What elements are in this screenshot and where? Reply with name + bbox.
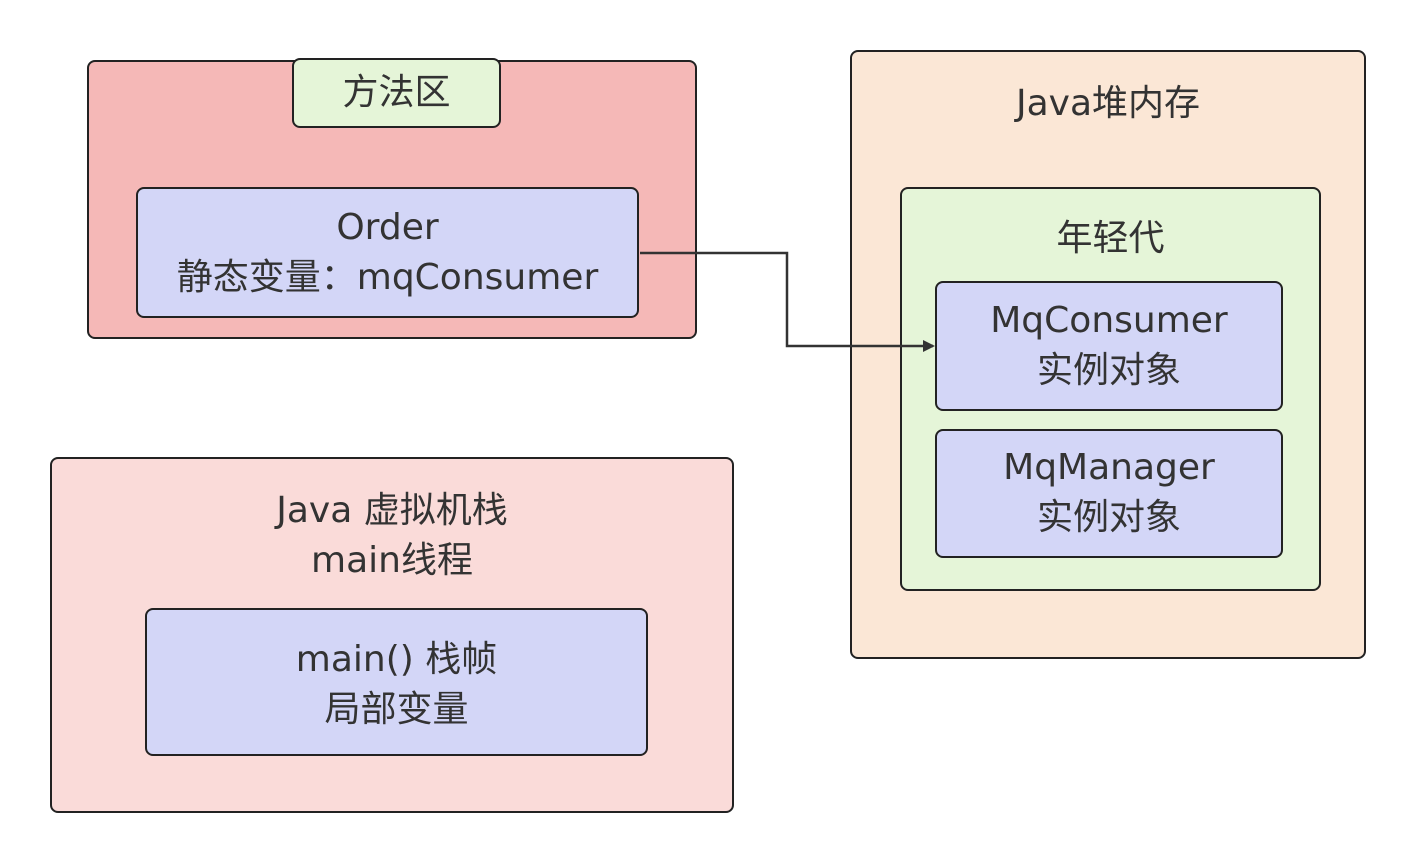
mqconsumer-class-label: MqConsumer — [990, 300, 1228, 341]
method-area-title: 方法区 — [342, 72, 451, 113]
young-generation-title: 年轻代 — [1056, 218, 1165, 259]
order-class-node — [136, 187, 639, 318]
local-variables-label: 局部变量 — [324, 689, 469, 730]
main-stack-frame-node — [145, 608, 648, 756]
mqmanager-instance-label: 实例对象 — [1036, 497, 1181, 538]
order-class-label: Order — [336, 207, 439, 248]
order-static-var-label: 静态变量：mqConsumer — [176, 257, 599, 298]
mqmanager-class-label: MqManager — [1003, 447, 1215, 488]
method-area-title-box — [292, 58, 501, 128]
mqconsumer-instance-label: 实例对象 — [1036, 350, 1181, 391]
mqconsumer-instance-node — [935, 281, 1283, 411]
java-heap-title: Java堆内存 — [1015, 83, 1201, 124]
main-frame-label: main() 栈帧 — [295, 639, 498, 680]
mqmanager-instance-node — [935, 429, 1283, 558]
jvm-stack-title: Java 虚拟机栈 — [276, 490, 508, 531]
main-thread-label: main线程 — [311, 540, 473, 581]
